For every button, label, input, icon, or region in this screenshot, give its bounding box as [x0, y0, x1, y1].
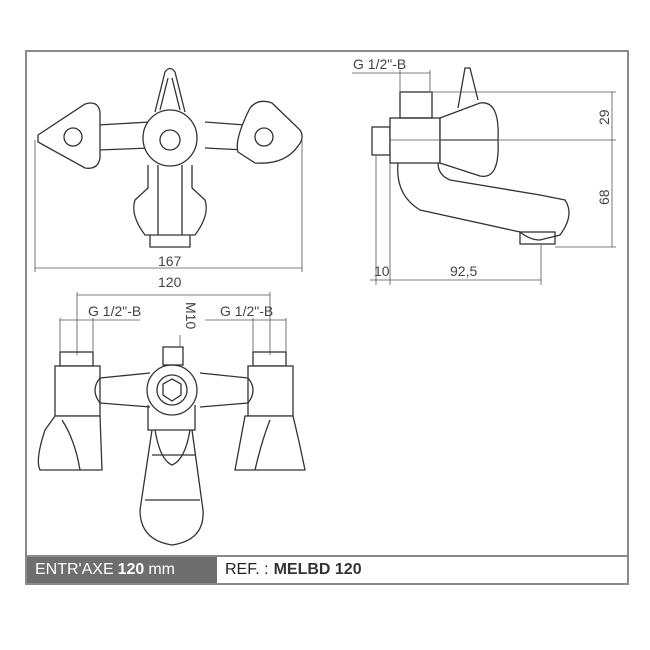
- dim-text-68: 68: [596, 189, 612, 205]
- dim-text-10: 10: [374, 263, 390, 279]
- entraxe-label: ENTR'AXE: [35, 561, 114, 578]
- dim-text-167: 167: [158, 253, 182, 269]
- side-dims: [352, 70, 616, 285]
- entraxe-unit: mm: [148, 561, 175, 578]
- front-thread-right: G 1/2"-B: [220, 303, 273, 319]
- center-stud-label: M10: [183, 302, 199, 329]
- front-dims: [59, 318, 287, 352]
- dim-167: [34, 140, 303, 272]
- ref-label: REF. :: [225, 561, 269, 578]
- ref-value: MELBD 120: [273, 561, 362, 578]
- dim-120: [76, 292, 271, 355]
- side-thread-label: G 1/2"-B: [353, 56, 406, 72]
- reference-box: REF. : MELBD 120: [217, 557, 362, 583]
- top-view-faucet: [37, 67, 303, 248]
- dim-text-29: 29: [596, 109, 612, 125]
- front-thread-left: G 1/2"-B: [88, 303, 141, 319]
- footer-bar: ENTR'AXE 120 mm REF. : MELBD 120: [25, 555, 629, 585]
- entraxe-box: ENTR'AXE 120 mm: [27, 557, 217, 583]
- side-view-faucet: [371, 67, 570, 245]
- front-view-faucet: [37, 346, 306, 546]
- entraxe-value: 120: [117, 561, 145, 578]
- dim-text-120: 120: [158, 274, 182, 290]
- dim-text-92-5: 92,5: [450, 263, 477, 279]
